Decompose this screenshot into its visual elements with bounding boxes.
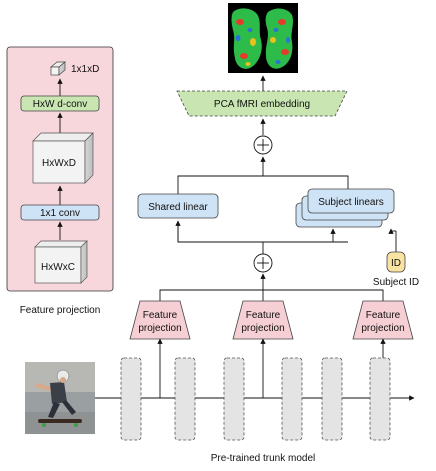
feature-projection-1-line1: Feature	[143, 310, 178, 321]
feature-projection-block-1: Feature projection	[129, 300, 191, 340]
mid-tensor-cube-icon	[32, 132, 94, 184]
feature-projection-2-line2: projection	[241, 323, 284, 334]
subject-linears-stack	[295, 188, 395, 228]
brain-map-image	[228, 3, 298, 73]
mid-tensor-label: HxWxD	[42, 158, 76, 169]
input-photo-skateboarder	[25, 362, 95, 434]
feature-projection-2-line1: Feature	[246, 310, 281, 321]
output-dim-label: 1x1xD	[71, 64, 99, 75]
shared-linear-box	[137, 193, 219, 219]
dconv-box	[20, 95, 100, 112]
feature-projection-block-2: Feature projection	[232, 300, 294, 340]
subject-id-label: Subject ID	[373, 277, 419, 288]
id-token-box	[386, 251, 406, 273]
subject-linears-label: Subject linears	[318, 197, 384, 208]
sum-node-upper-icon	[253, 135, 273, 155]
feature-projection-3-line2: projection	[361, 323, 404, 334]
conv-label: 1x1 conv	[40, 208, 80, 219]
id-token-label: ID	[391, 258, 401, 269]
trunk-model-label: Pre-trained trunk model	[211, 453, 316, 464]
trunk-blocks	[120, 357, 391, 441]
input-tensor-label: HxWxC	[41, 262, 75, 273]
feature-projection-panel: 1x1xD HxW d-conv HxWxD 1x1 conv HxWxC	[6, 46, 114, 292]
output-cube-icon	[50, 61, 66, 76]
input-tensor-cube-icon	[34, 240, 88, 284]
pca-embedding-label: PCA fMRI embedding	[214, 99, 310, 110]
feature-projection-block-3: Feature projection	[352, 300, 414, 340]
feature-projection-title: Feature projection	[20, 305, 101, 316]
feature-projection-1-line2: projection	[138, 323, 181, 334]
sum-node-lower-icon	[253, 253, 273, 273]
dconv-label: HxW d-conv	[33, 99, 87, 110]
pca-embedding-block	[176, 90, 348, 117]
feature-projection-3-line1: Feature	[366, 310, 401, 321]
shared-linear-label: Shared linear	[148, 202, 208, 213]
conv-box	[20, 204, 100, 221]
